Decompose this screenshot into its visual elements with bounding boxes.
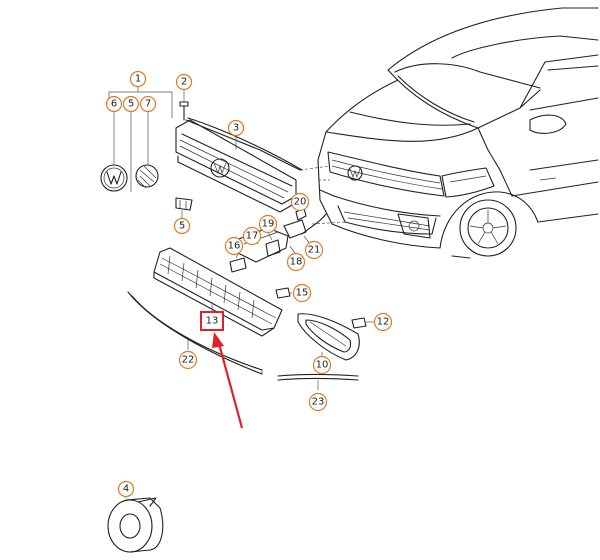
clip-12 <box>351 317 367 329</box>
callout-21: 21 <box>304 240 324 260</box>
callout-17: 17 <box>242 226 262 246</box>
svg-text:16: 16 <box>228 241 241 252</box>
svg-text:19: 19 <box>262 219 275 230</box>
clip-5 <box>175 197 193 211</box>
svg-text:13: 13 <box>206 316 219 327</box>
svg-text:21: 21 <box>308 245 321 256</box>
svg-text:7: 7 <box>145 99 151 110</box>
svg-text:12: 12 <box>377 317 390 328</box>
callout-16: 16 <box>224 236 244 256</box>
callout-6: 6 <box>105 95 123 113</box>
svg-text:2: 2 <box>181 77 187 88</box>
screw <box>179 101 189 121</box>
svg-text:20: 20 <box>294 197 307 208</box>
callout-12: 12 <box>373 312 393 332</box>
svg-text:15: 15 <box>296 288 309 299</box>
callout-4: 4 <box>117 480 135 498</box>
callout-10: 10 <box>312 355 332 375</box>
svg-text:4: 4 <box>123 484 129 495</box>
emblem-carrier <box>135 164 159 189</box>
trim-strip-side <box>277 373 359 381</box>
clip-15 <box>275 287 291 299</box>
svg-text:18: 18 <box>290 257 303 268</box>
callout-7: 7 <box>139 95 157 113</box>
callout-20: 20 <box>290 192 310 212</box>
svg-text:5: 5 <box>128 99 134 110</box>
callout-22: 22 <box>178 350 198 370</box>
svg-text:3: 3 <box>233 123 239 134</box>
lower-grille <box>153 247 283 337</box>
vehicle-drawing <box>299 7 599 259</box>
leader-lines <box>108 87 374 498</box>
svg-text:5: 5 <box>179 221 185 232</box>
vw-emblem-front <box>100 164 128 192</box>
callout-13-highlight: 13 <box>200 311 224 331</box>
callout-1: 1 <box>129 70 147 88</box>
callout-5-upper: 5 <box>122 95 140 113</box>
svg-text:17: 17 <box>246 231 259 242</box>
adhesive-tape-roll <box>107 497 164 553</box>
svg-text:23: 23 <box>312 397 325 408</box>
callout-18: 18 <box>286 252 306 272</box>
side-grille-insert <box>297 313 360 361</box>
callout-2: 2 <box>175 73 193 91</box>
callout-19: 19 <box>258 214 278 234</box>
svg-text:10: 10 <box>316 360 329 371</box>
callout-5-lower: 5 <box>173 217 191 235</box>
svg-text:1: 1 <box>135 74 141 85</box>
highlight-arrow <box>212 332 244 429</box>
callout-15: 15 <box>292 283 312 303</box>
trim-strip-lower <box>127 291 263 375</box>
svg-text:22: 22 <box>182 355 195 366</box>
svg-text:6: 6 <box>111 99 117 110</box>
callout-3: 3 <box>227 119 245 137</box>
callout-23: 23 <box>308 392 328 412</box>
